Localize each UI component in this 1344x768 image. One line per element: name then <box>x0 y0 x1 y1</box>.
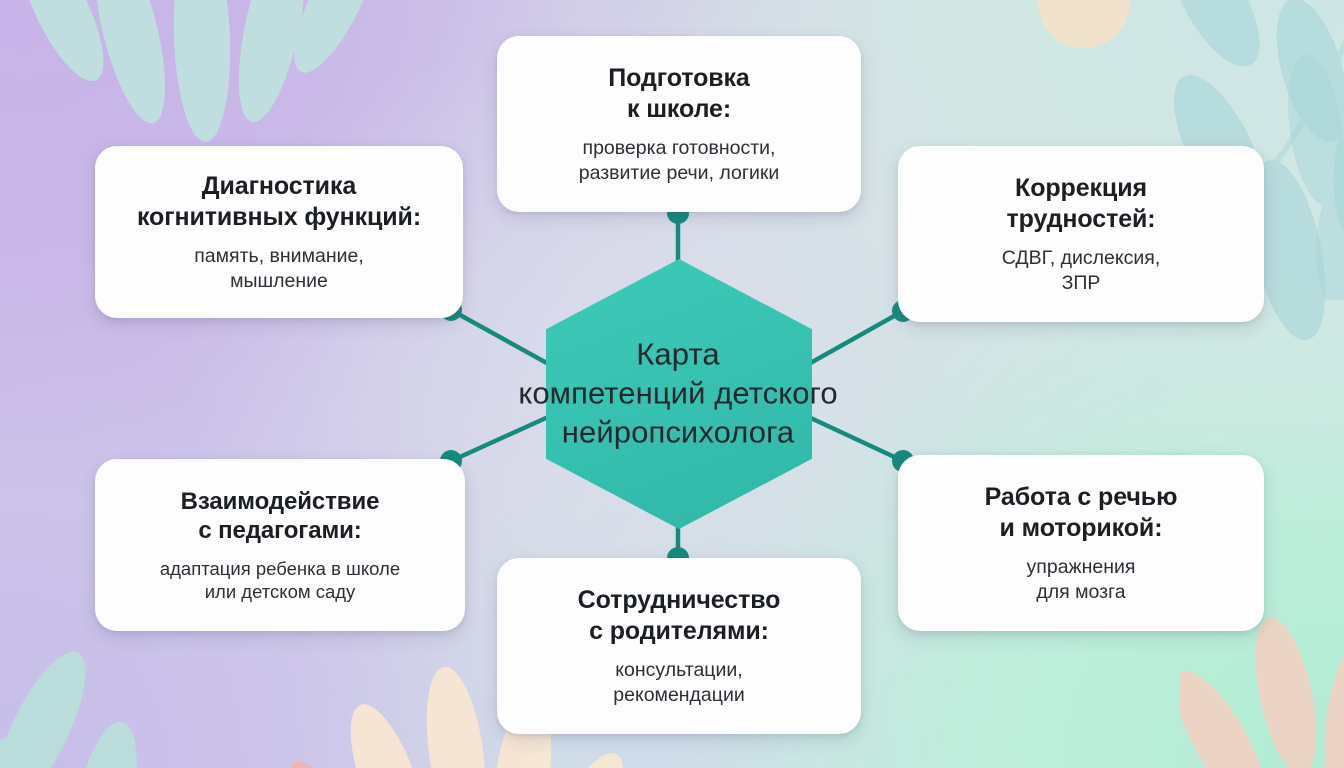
petal-cluster-bottom-right <box>1180 617 1344 768</box>
card-diagnostics[interactable]: Диагностика когнитивных функций: память,… <box>95 146 463 318</box>
card-speech[interactable]: Работа с речью и моторикой: упражнения д… <box>898 455 1264 631</box>
card-teachers-title: Взаимодействие с педагогами: <box>180 487 380 544</box>
card-school-subtitle: проверка готовности, развитие речи, логи… <box>578 137 780 184</box>
petal-cluster-bottom-center <box>288 666 624 768</box>
card-parents-title: Сотрудничество с родителями: <box>577 586 781 645</box>
card-speech-subtitle: упражнения для мозга <box>1026 556 1136 603</box>
petal-cluster-right-edge <box>1288 54 1344 300</box>
card-school[interactable]: Подготовка к школе: проверка готовности,… <box>497 36 861 212</box>
card-diagnostics-title: Диагностика когнитивных функций: <box>136 172 422 231</box>
petal-cluster-bottom-left <box>0 651 137 768</box>
hexagon-shape <box>546 259 812 529</box>
card-teachers-subtitle: адаптация ребенка в школе или детском са… <box>159 558 401 603</box>
card-parents[interactable]: Сотрудничество с родителями: консультаци… <box>497 558 861 734</box>
card-school-title: Подготовка к школе: <box>608 64 750 123</box>
petal-cluster-top-left <box>20 0 378 142</box>
card-speech-title: Работа с речью и моторикой: <box>984 483 1178 542</box>
center-hexagon <box>546 259 812 529</box>
card-correction[interactable]: Коррекция трудностей: СДВГ, дислексия, З… <box>898 146 1264 322</box>
card-correction-subtitle: СДВГ, дислексия, ЗПР <box>1001 247 1161 294</box>
card-teachers[interactable]: Взаимодействие с педагогами: адаптация р… <box>95 459 465 631</box>
card-correction-title: Коррекция трудностей: <box>1006 174 1156 233</box>
card-diagnostics-subtitle: память, внимание, мышление <box>194 245 364 292</box>
card-parents-subtitle: консультации, рекомендации <box>613 659 745 706</box>
